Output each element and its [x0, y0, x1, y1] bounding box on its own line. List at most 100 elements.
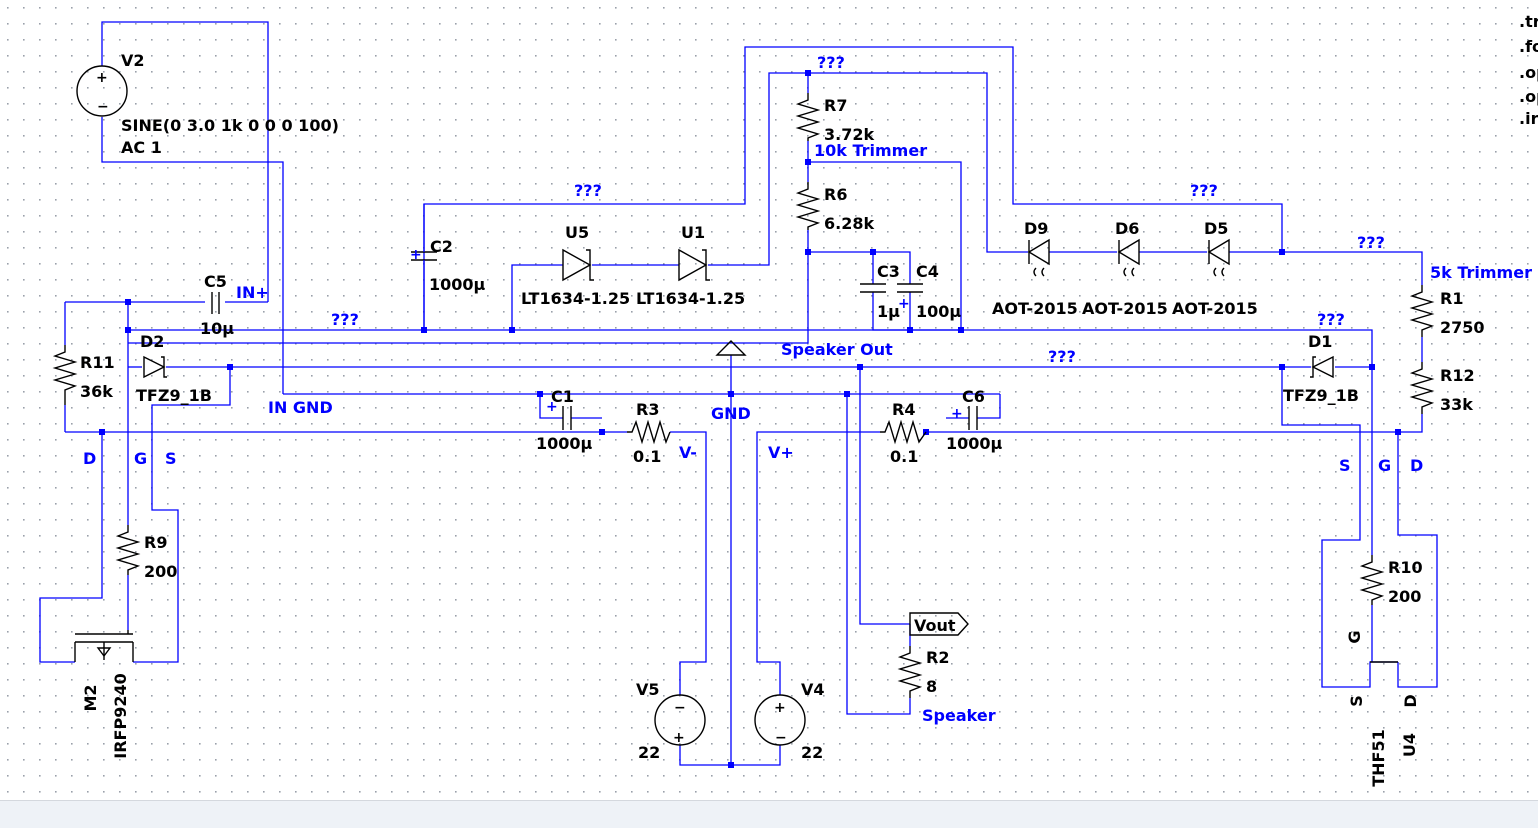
net-label-unknown-4: ??? [1357, 233, 1385, 252]
d2-value: TFZ9_1B [136, 386, 212, 405]
directive-2[interactable]: .fo [1519, 37, 1538, 56]
m2-mosfet[interactable] [74, 630, 134, 662]
svg-text:−: − [97, 99, 109, 115]
net-label-5k-trimmer: 5k Trimmer [1430, 263, 1532, 282]
r6-value: 6.28k [824, 214, 874, 233]
svg-text:−: − [775, 730, 787, 746]
r9-resistor[interactable] [115, 525, 141, 575]
c1-name: C1 [551, 387, 574, 406]
net-label-10k-trimmer: 10k Trimmer [814, 141, 927, 160]
d2-name: D2 [140, 332, 164, 351]
c3-name: C3 [877, 262, 900, 281]
net-label-s-right: S [1339, 456, 1351, 475]
net-label-v-plus: V+ [768, 443, 794, 462]
r6-resistor[interactable] [795, 182, 821, 230]
c6-capacitor[interactable]: + [951, 406, 978, 430]
c3-capacitor[interactable] [860, 283, 886, 293]
r9-value: 200 [144, 562, 177, 581]
vout-port[interactable] [909, 612, 969, 636]
svg-text:+: + [673, 730, 685, 746]
d1-zener[interactable] [1310, 355, 1334, 379]
u4-pin-s: S [1347, 695, 1366, 707]
u4-pin-g: G [1345, 630, 1364, 643]
r7-value: 3.72k [824, 125, 874, 144]
junctions [99, 70, 1401, 768]
c5-value: 10µ [200, 319, 234, 338]
c6-value: 1000µ [946, 434, 1003, 453]
net-label-vout: Vout [914, 616, 956, 635]
c2-name: C2 [430, 237, 453, 256]
svg-text:+: + [96, 70, 108, 86]
d5-value: AOT-2015 [1172, 299, 1258, 318]
r11-value: 36k [80, 382, 113, 401]
r12-name: R12 [1440, 366, 1475, 385]
r1-name: R1 [1440, 289, 1463, 308]
status-bar [0, 800, 1538, 828]
directive-1[interactable]: .tr [1519, 12, 1538, 31]
r11-resistor[interactable] [52, 345, 78, 405]
directive-4[interactable]: .op [1519, 87, 1538, 106]
v4-value: 22 [801, 743, 823, 762]
v4-name: V4 [801, 680, 825, 699]
d6-name: D6 [1115, 219, 1139, 238]
u5-reference[interactable] [562, 248, 594, 282]
schematic-canvas[interactable]: + − V2 SINE(0 3.0 1k 0 0 0 100) AC 1 R7 … [0, 0, 1538, 800]
net-label-unknown-6: ??? [1317, 310, 1345, 329]
c4-capacitor[interactable]: + [897, 283, 923, 312]
u1-reference[interactable] [678, 248, 710, 282]
r3-name: R3 [636, 400, 659, 419]
v2-ac: AC 1 [121, 138, 162, 157]
r10-name: R10 [1388, 558, 1423, 577]
v5-value: 22 [638, 743, 660, 762]
schematic-svg[interactable]: + − V2 SINE(0 3.0 1k 0 0 0 100) AC 1 R7 … [0, 0, 1538, 800]
d6-value: AOT-2015 [1082, 299, 1168, 318]
r4-resistor[interactable] [880, 419, 927, 445]
r3-resistor[interactable] [627, 419, 671, 445]
svg-text:+: + [410, 247, 422, 263]
r9-name: R9 [144, 533, 167, 552]
net-label-d-right: D [1410, 456, 1423, 475]
gnd-symbol[interactable] [715, 340, 747, 356]
r10-resistor[interactable] [1359, 555, 1385, 605]
directive-5[interactable]: .ir [1519, 109, 1538, 128]
r12-resistor[interactable] [1409, 362, 1435, 414]
d5-led[interactable] [1207, 238, 1230, 277]
d2-zener[interactable] [143, 355, 167, 379]
d6-led[interactable] [1117, 238, 1140, 277]
c3-value: 1µ [877, 302, 900, 321]
v2-name: V2 [121, 51, 145, 70]
r10-value: 200 [1388, 587, 1421, 606]
net-label-g-left: G [134, 449, 147, 468]
m2-name: M2 [81, 684, 100, 711]
net-label-g-right: G [1378, 456, 1391, 475]
r2-resistor[interactable] [897, 646, 923, 698]
u1-value: LT1634-1.25 [636, 289, 745, 308]
directive-3[interactable]: .op [1519, 63, 1538, 82]
v5-name: V5 [636, 680, 660, 699]
c2-value: 1000µ [429, 275, 486, 294]
m2-value: IRFP9240 [111, 673, 130, 758]
r4-name: R4 [892, 400, 915, 419]
c4-name: C4 [916, 262, 939, 281]
r7-resistor[interactable] [795, 93, 821, 141]
c2-capacitor[interactable]: + [410, 204, 437, 330]
net-label-speaker-out: Speaker Out [781, 340, 893, 359]
c4-value: 100µ [916, 302, 961, 321]
r11-name: R11 [80, 353, 115, 372]
r7-name: R7 [824, 96, 847, 115]
net-label-gnd: GND [711, 404, 751, 423]
v5-source[interactable]: − + [654, 694, 706, 746]
c1-capacitor[interactable]: + [546, 399, 572, 430]
d9-value: AOT-2015 [992, 299, 1078, 318]
r12-value: 33k [1440, 395, 1473, 414]
d9-led[interactable] [1027, 238, 1050, 277]
svg-text:+: + [546, 399, 558, 415]
net-label-unknown-1: ??? [817, 53, 845, 72]
net-label-unknown-7: ??? [1048, 347, 1076, 366]
svg-text:+: + [898, 296, 910, 312]
c5-name: C5 [204, 272, 227, 291]
v4-source[interactable]: + − [754, 694, 806, 746]
c5-capacitor[interactable] [211, 292, 220, 314]
v2-source[interactable]: + − [76, 65, 128, 117]
r1-resistor[interactable] [1409, 285, 1435, 337]
